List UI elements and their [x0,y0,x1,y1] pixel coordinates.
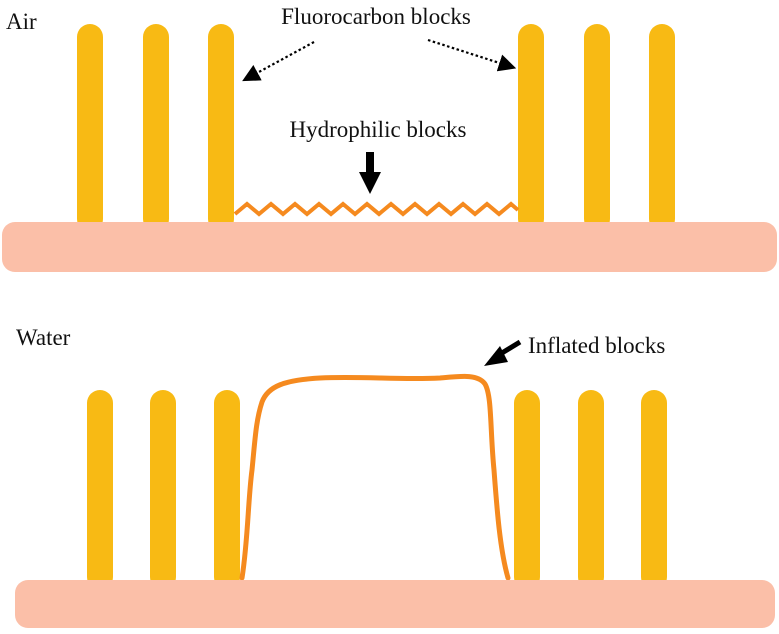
water-fluorocarbon-block [578,390,604,590]
hydrophilic-label: Hydrophilic blocks [290,117,467,142]
air-fluorocarbon-block [584,24,610,232]
water-fluorocarbon-block [641,390,667,590]
air-fluorocarbon-block [208,24,234,232]
air-hydrophilic-zigzag [233,201,520,217]
water-label: Water [16,325,71,350]
air-fluorocarbon-block [518,24,544,232]
water-inflated-hydrophilic-blocks [239,373,511,581]
air-substrate [2,222,777,272]
water-left-fluorocarbon-blocks [87,390,240,590]
air-fluorocarbon-block [143,24,169,232]
inflated-arrow [484,339,522,366]
air-fluorocarbon-block [77,24,103,232]
fluorocarbon-label: Fluorocarbon blocks [281,4,471,29]
water-right-fluorocarbon-blocks [514,390,667,590]
air-fluorocarbon-block [649,24,675,232]
fluorocarbon-arrow-right [427,38,517,72]
water-fluorocarbon-block [87,390,113,590]
water-fluorocarbon-block [214,390,240,590]
inflated-label: Inflated blocks [528,333,665,358]
water-fluorocarbon-block [514,390,540,590]
hydrophilic-arrow [359,152,381,194]
water-substrate [15,580,775,628]
air-label: Air [6,9,37,34]
air-right-fluorocarbon-blocks [518,24,675,232]
fluorocarbon-arrow-left [242,41,315,82]
water-fluorocarbon-block [150,390,176,590]
air-left-fluorocarbon-blocks [77,24,234,232]
